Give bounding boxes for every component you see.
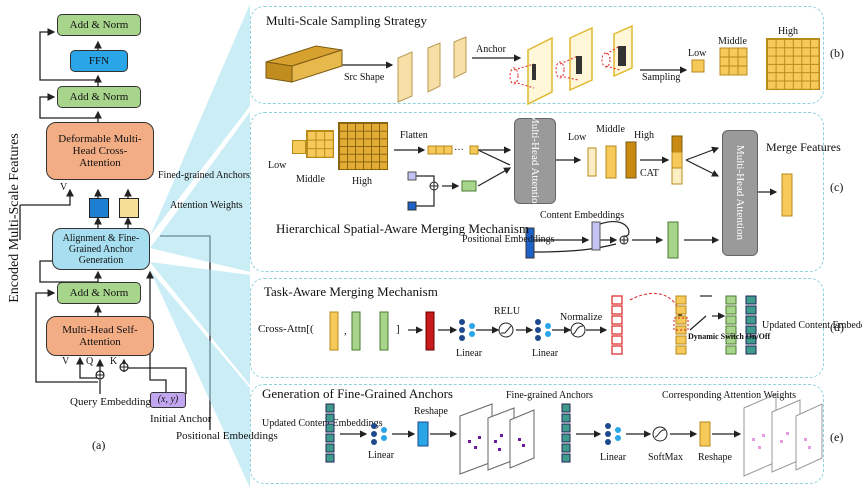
caption-a: (a) (92, 438, 106, 452)
d-switch-label: Dynamic Switch On/Off (688, 332, 771, 341)
high-label-c: High (352, 176, 372, 187)
middle-cube-c (306, 130, 334, 158)
panel-e-title: Generation of Fine-Grained Anchors (262, 386, 453, 401)
panel-c (250, 112, 824, 272)
panel-b-title: Multi-Scale Sampling Strategy (266, 13, 428, 28)
d-normalize-label: Normalize (560, 312, 603, 323)
middle-label-c2: Middle (596, 124, 625, 135)
cross-attn-label: Cross-Attn[( (258, 323, 314, 335)
fine-anchors-label: Fined-grained Anchors (158, 170, 250, 181)
high-label-b: High (778, 26, 798, 37)
query-embeddings-label: Query Embeddings (70, 396, 156, 408)
tag-b: (b) (830, 46, 844, 60)
add-norm-top: Add & Norm (57, 14, 141, 36)
low-label-b: Low (688, 48, 707, 59)
tag-d: (d) (830, 320, 844, 334)
flatten-label: Flatten (400, 130, 428, 141)
e-corr-weights-label: Corresponding Attention Weights (662, 390, 797, 401)
add-norm-mid: Add & Norm (57, 86, 141, 108)
panel-d (250, 278, 824, 378)
self-attention-box: Multi-Head Self-Attention (46, 316, 154, 356)
low-cube-c (292, 140, 306, 154)
e-fine-anchors-label: Fine-grained Anchors (506, 390, 593, 401)
e-linear-label-2: Linear (600, 452, 627, 463)
xy-box: (x, y) (150, 392, 186, 408)
anchor-square-blue (89, 198, 109, 218)
e-reshape-label-2: Reshape (698, 452, 732, 463)
high-cube-c (338, 122, 388, 170)
high-grid-b (766, 38, 820, 90)
anchor-label: Anchor (476, 44, 506, 55)
svg-text:,: , (344, 325, 347, 337)
deformable-attention-box: Deformable Multi-Head Cross-Attention (46, 122, 154, 180)
middle-label-c: Middle (296, 174, 325, 185)
d-linear-label-1: Linear (456, 348, 483, 359)
d-relu-label: RELU (494, 306, 521, 317)
alignment-box: Alignment & Fine-Grained Anchor Generati… (52, 228, 150, 270)
panel-e (250, 384, 824, 484)
mha-box-2: Multi-Head Attention (722, 130, 758, 256)
low-label-c: Low (268, 160, 287, 171)
e-softmax-label: SoftMax (648, 452, 683, 463)
src-shape-label: Src Shape (344, 72, 385, 83)
c-positional-label: Positional Embeddings (462, 234, 555, 245)
d-updated-label: Updated Content Embeddings (762, 320, 862, 331)
e-reshape-label: Reshape (414, 406, 448, 417)
low-label-c2: Low (568, 132, 587, 143)
mha-box-1: Multi-Head Attention (514, 114, 556, 209)
e-linear-label: Linear (368, 450, 395, 461)
ffn-box: FFN (70, 50, 128, 72)
panel-b (250, 6, 824, 104)
q-input-label: Q (86, 356, 94, 367)
add-norm-bottom: Add & Norm (57, 282, 141, 304)
v-label: V (60, 182, 68, 193)
initial-anchor-label: Initial Anchor (150, 413, 212, 425)
cat-label: CAT (640, 168, 659, 179)
tag-e: (e) (830, 430, 844, 444)
panel-d-title: Task-Aware Merging Mechanism (264, 284, 438, 299)
high-label-c2: High (634, 130, 654, 141)
c-content-label: Content Embeddings (540, 210, 625, 221)
v-input-label: V (62, 356, 70, 367)
svg-text:···: ··· (454, 145, 464, 156)
k-input-label: K (110, 356, 118, 367)
tag-c: (c) (830, 180, 844, 194)
anchor-square-yellow (119, 198, 139, 218)
d-close-bracket: ] (396, 323, 400, 335)
middle-label-b: Middle (718, 36, 747, 47)
positional-embeddings-label: Positional Embeddings (176, 430, 278, 442)
attention-weights-label: Attention Weights (170, 200, 243, 211)
d-linear-label-2: Linear (532, 348, 559, 359)
sampling-label: Sampling (642, 72, 681, 83)
